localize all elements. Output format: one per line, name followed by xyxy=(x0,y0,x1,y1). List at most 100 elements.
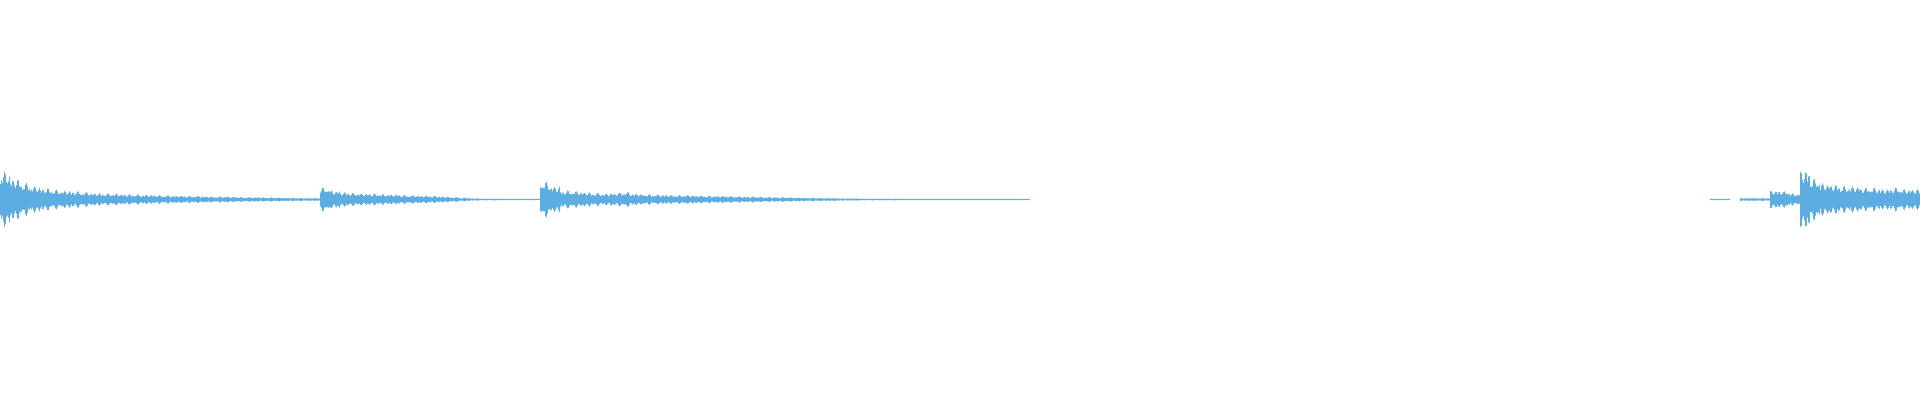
waveform-sample xyxy=(299,198,300,201)
waveform-sample xyxy=(394,196,395,203)
waveform-sample xyxy=(1723,198,1724,201)
waveform-sample xyxy=(472,198,473,201)
waveform-sample xyxy=(642,195,643,204)
waveform-sample xyxy=(1907,193,1908,206)
waveform-sample xyxy=(828,198,829,201)
waveform-sample xyxy=(226,197,227,202)
waveform-sample xyxy=(891,198,892,201)
waveform-sample xyxy=(698,197,699,202)
waveform-sample xyxy=(250,197,251,202)
waveform-sample xyxy=(1792,193,1793,206)
waveform-sample xyxy=(1796,195,1797,204)
waveform-sample xyxy=(2,183,3,216)
waveform-sample xyxy=(190,196,191,203)
waveform-sample xyxy=(341,195,342,204)
waveform-sample xyxy=(669,196,670,203)
waveform-sample xyxy=(1853,188,1854,211)
waveform-sample xyxy=(949,198,950,201)
waveform-sample xyxy=(22,189,23,210)
waveform-sample xyxy=(1759,198,1760,201)
waveform-sample xyxy=(589,192,590,207)
waveform-sample xyxy=(184,196,185,203)
waveform-sample xyxy=(788,197,789,202)
waveform-sample xyxy=(215,197,216,202)
waveform-sample xyxy=(764,197,765,202)
waveform-sample xyxy=(660,196,661,203)
waveform-sample xyxy=(811,198,812,201)
waveform-sample xyxy=(82,194,83,205)
waveform-sample xyxy=(1816,186,1817,213)
waveform-sample xyxy=(912,198,913,201)
waveform-sample xyxy=(568,191,569,208)
waveform-sample xyxy=(1789,193,1790,206)
waveform-sample xyxy=(173,196,174,203)
waveform-sample xyxy=(810,198,811,201)
waveform-sample xyxy=(448,196,449,203)
waveform-sample xyxy=(278,197,279,202)
waveform-sample xyxy=(48,188,49,211)
waveform-sample xyxy=(927,198,928,201)
waveform-sample xyxy=(264,198,265,201)
waveform-sample xyxy=(1727,198,1728,201)
waveform-sample xyxy=(242,197,243,202)
waveform-sample xyxy=(75,194,76,205)
waveform-sample xyxy=(722,196,723,203)
waveform-sample xyxy=(353,193,354,206)
waveform-sample xyxy=(1837,190,1838,209)
waveform-sample xyxy=(121,194,122,205)
waveform-sample xyxy=(337,193,338,206)
waveform-sample xyxy=(364,195,365,204)
waveform-sample xyxy=(947,198,948,201)
waveform-sample xyxy=(706,196,707,203)
waveform-sample xyxy=(1851,188,1852,211)
waveform-sample xyxy=(888,198,889,201)
waveform-sample xyxy=(143,195,144,204)
waveform-sample xyxy=(249,197,250,202)
waveform-sample xyxy=(841,198,842,201)
waveform-sample xyxy=(160,195,161,204)
waveform-sample xyxy=(899,198,900,201)
waveform-sample xyxy=(518,198,519,201)
waveform-sample xyxy=(260,198,261,201)
waveform-sample xyxy=(468,198,469,201)
waveform-sample xyxy=(800,198,801,201)
waveform-sample xyxy=(939,198,940,201)
waveform-sample xyxy=(670,195,671,204)
waveform-sample xyxy=(628,192,629,207)
waveform-sample xyxy=(59,193,60,206)
waveform-sample xyxy=(366,194,367,205)
waveform-sample xyxy=(780,198,781,201)
waveform-sample xyxy=(56,189,57,210)
waveform-sample xyxy=(595,195,596,204)
waveform-sample xyxy=(132,195,133,204)
waveform-sample xyxy=(608,196,609,203)
waveform-sample xyxy=(416,196,417,203)
waveform-sample xyxy=(314,198,315,201)
waveform-sample xyxy=(1744,198,1745,201)
waveform-sample xyxy=(1870,192,1871,207)
waveform-sample xyxy=(743,197,744,202)
waveform-sample xyxy=(327,191,328,208)
waveform-sample xyxy=(538,198,539,201)
waveform-sample xyxy=(134,196,135,203)
waveform-sample xyxy=(679,195,680,204)
waveform-sample xyxy=(1904,189,1905,210)
waveform-sample xyxy=(817,198,818,201)
waveform-sample xyxy=(1867,191,1868,208)
waveform-sample xyxy=(177,196,178,203)
waveform-sample xyxy=(1888,191,1889,208)
waveform-sample xyxy=(721,196,722,203)
waveform-sample xyxy=(834,198,835,201)
waveform-sample xyxy=(1905,191,1906,208)
waveform-sample xyxy=(1911,191,1912,208)
waveform-sample xyxy=(1771,191,1772,208)
waveform-sample xyxy=(847,198,848,201)
waveform-sample xyxy=(92,195,93,204)
waveform-sample xyxy=(798,197,799,202)
waveform-sample xyxy=(163,197,164,202)
waveform-sample xyxy=(124,194,125,205)
waveform-sample xyxy=(895,198,896,201)
waveform-sample xyxy=(572,193,573,206)
waveform-sample xyxy=(76,193,77,206)
waveform-sample xyxy=(699,196,700,203)
